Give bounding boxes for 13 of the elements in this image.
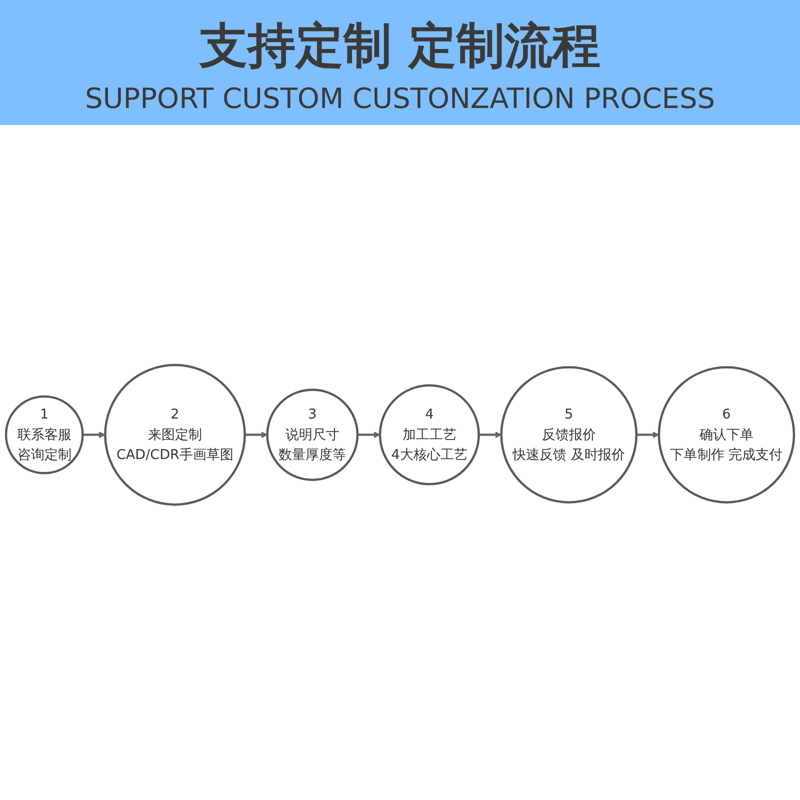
arrow <box>82 432 106 438</box>
node-circle: 5 反馈报价 快速反馈 及时报价 <box>500 366 638 504</box>
node-circle: 3 说明尺寸 数量厚度等 <box>266 388 359 482</box>
arrow <box>636 432 660 438</box>
arrow <box>244 432 268 438</box>
arrow <box>478 432 502 438</box>
subtitle: SUPPORT CUSTOM CUSTONZATION PROCESS <box>85 82 715 115</box>
title: 支持定制 定制流程 <box>200 17 600 76</box>
node-circle: 4 加工工艺 4大核心工艺 <box>378 384 480 486</box>
node-circle: 1 联系客服 咨询定制 <box>4 396 84 474</box>
node-circle: 2 来图定制 CAD/CDR手画草图 <box>104 364 246 506</box>
arrow <box>357 432 380 438</box>
node-circle: 6 确认下单 下单制作 完成支付 <box>658 366 796 504</box>
